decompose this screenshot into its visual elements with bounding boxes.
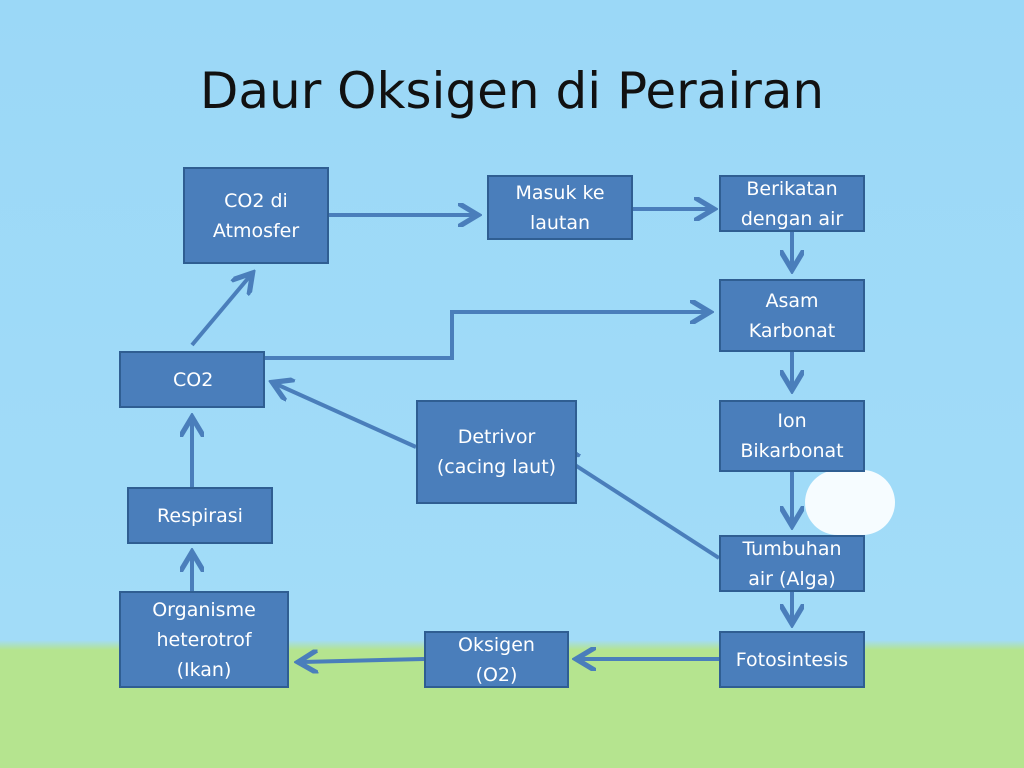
node-asam-karbonat: Asam Karbonat bbox=[719, 279, 865, 352]
arrow-co2-atmosfer bbox=[190, 276, 250, 347]
arrow-tumbuhan-detrivor bbox=[561, 456, 721, 560]
arrow-detrivor-co2 bbox=[276, 384, 417, 449]
node-organisme-heterotrof: Organisme heterotrof (Ikan) bbox=[119, 591, 289, 688]
node-respirasi: Respirasi bbox=[127, 487, 273, 544]
node-ion-bikarbonat: Ion Bikarbonat bbox=[719, 400, 865, 472]
node-tumbuhan-air: Tumbuhan air (Alga) bbox=[719, 535, 865, 592]
arrow-co2-asam bbox=[265, 312, 706, 360]
cloud-decoration bbox=[805, 470, 895, 535]
node-oksigen: Oksigen (O2) bbox=[424, 631, 569, 688]
node-fotosintesis: Fotosintesis bbox=[719, 631, 865, 688]
node-co2: CO2 bbox=[119, 351, 265, 408]
node-berikatan-air: Berikatan dengan air bbox=[719, 175, 865, 232]
arrow-oksigen-organisme bbox=[302, 659, 425, 662]
node-co2-atmosfer: CO2 di Atmosfer bbox=[183, 167, 329, 264]
slide-title: Daur Oksigen di Perairan bbox=[199, 62, 825, 120]
node-masuk-lautan: Masuk ke lautan bbox=[487, 175, 633, 240]
node-detrivor: Detrivor (cacing laut) bbox=[416, 400, 577, 504]
